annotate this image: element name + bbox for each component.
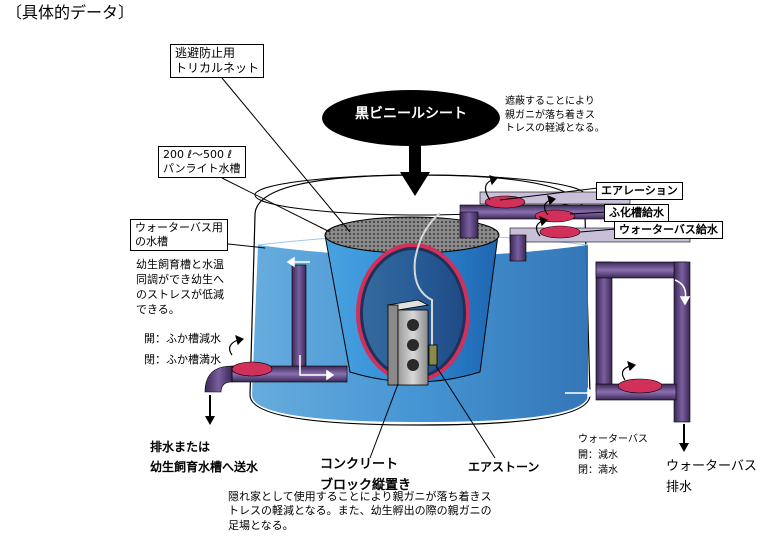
- sheet-arrow: [400, 145, 430, 196]
- right-drain-pipe: [595, 261, 691, 423]
- water-bath-label-line1: ウォーターバス用: [135, 221, 223, 234]
- bath-valve-note: ウォーターバス 開：減水 閉：満水: [578, 432, 648, 479]
- water-bath-note-line4: できる。: [136, 302, 180, 316]
- tank-label-line1: 200 ℓ～500 ℓ: [163, 148, 233, 161]
- bath-valve-line2: 開：減水: [578, 449, 618, 461]
- bottom-note-line2: トレスの軽減となる。また、幼生孵出の際の親ガニの: [228, 504, 492, 518]
- bottom-note: 隠れ家として使用することにより親ガニが落ち着きス トレスの軽減となる。また、幼生…: [228, 490, 492, 533]
- sheet-note: 遮蔽することにより 親ガニが落ち着きス トレスの軽減となる。: [505, 95, 605, 136]
- net-label-line2: トリカルネット: [175, 61, 260, 75]
- aeration-label: エアレーション: [596, 182, 683, 200]
- hatch-supply-label: ふ化槽給水: [604, 204, 669, 222]
- airstone-shape: [428, 344, 438, 366]
- water-bath-note-line3: のストレスが低減: [136, 287, 224, 301]
- airstone-label: エアストーン: [468, 460, 540, 474]
- water-bath-note-line1: 幼生飼育槽と水温: [136, 258, 224, 271]
- bath-drain-line2: 排水: [666, 479, 693, 495]
- block-label: コンクリート ブロック縦置き: [320, 455, 411, 497]
- valve-close-label: 閉：ふか槽満水: [144, 353, 221, 366]
- sheet-note-line3: トレスの軽減となる。: [505, 123, 605, 134]
- bath-supply-label: ウォーターバス給水: [614, 221, 723, 239]
- tank-label-line2: パンライト水槽: [163, 161, 241, 175]
- water-bath-label: ウォーターバス用 の水槽: [130, 219, 228, 251]
- net-label-line1: 逃避防止用: [175, 46, 236, 60]
- sheet-oval: [322, 90, 500, 146]
- bath-drain-line1: ウォーターバス: [666, 459, 757, 474]
- bath-drain-label: ウォーターバス 排水: [666, 457, 757, 499]
- block-label-line1: コンクリート: [320, 457, 399, 472]
- page-title: 〔具体的データ〕: [6, 3, 135, 22]
- valve-arrows: [228, 175, 637, 381]
- sheet-note-line1: 遮蔽することにより: [505, 96, 595, 107]
- net-label: 逃避防止用 トリカルネット: [170, 44, 265, 78]
- tank-label: 200 ℓ～500 ℓ パンライト水槽: [158, 146, 246, 178]
- concrete-block: [386, 299, 430, 386]
- water-bath-note-line2: 同調ができ幼生へ: [136, 272, 224, 286]
- bottom-note-line3: 足場となる。: [228, 518, 294, 532]
- flow-arrows: [286, 256, 691, 399]
- water-bath-label-line2: の水槽: [135, 234, 168, 248]
- water-bath-note: 幼生飼育槽と水温 同調ができ幼生へ のストレスが低減 できる。: [136, 258, 224, 317]
- drain-arrows: [205, 395, 689, 452]
- drain-main-line2: 幼生飼育水槽へ送水: [150, 460, 259, 475]
- drain-main-label: 排水または 幼生飼育水槽へ送水: [150, 437, 258, 478]
- sheet-label: 黒ビニールシート: [355, 106, 467, 122]
- leader-lines: [209, 77, 617, 459]
- drain-main-line1: 排水または: [150, 440, 211, 454]
- sheet-note-line2: 親ガニが落ち着きス: [505, 109, 595, 121]
- left-drain-pipe: [204, 264, 348, 393]
- bath-valve-line3: 閉：満水: [578, 465, 618, 476]
- block-label-line2: ブロック縦置き: [320, 477, 412, 493]
- bottom-note-line1: 隠れ家として使用することにより親ガニが落ち着きス: [228, 490, 492, 503]
- valve-open-label: 開：ふか槽減水: [144, 332, 221, 345]
- bath-valve-line1: ウォーターバス: [578, 434, 648, 445]
